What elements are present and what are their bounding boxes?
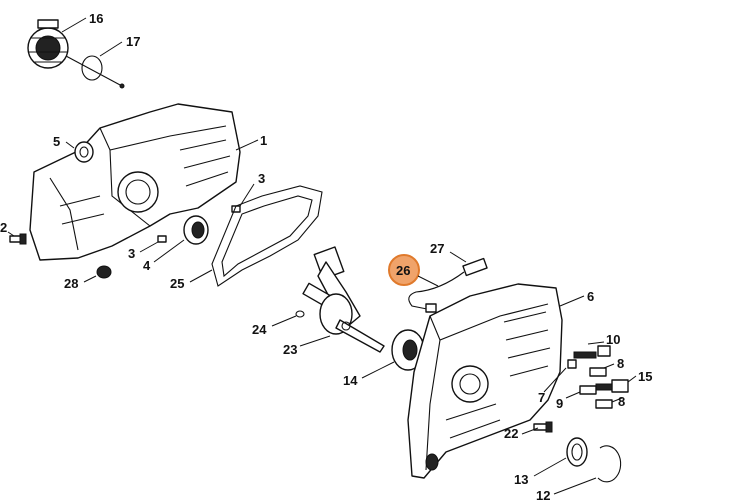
callout-25[interactable]: 25 [170,276,184,291]
callout-17[interactable]: 17 [126,34,140,49]
part-8-sleeve-b[interactable] [595,399,613,409]
callout-16[interactable]: 16 [89,11,103,26]
callout-1[interactable]: 1 [260,133,267,148]
part-17-wire[interactable] [65,55,125,89]
part-12-circlip[interactable] [597,445,622,483]
part-25-gasket[interactable] [211,185,323,287]
callout-24[interactable]: 24 [252,322,267,337]
callout-15[interactable]: 15 [638,369,652,384]
part-26-oil-line[interactable] [408,271,465,313]
callout-2[interactable]: 2 [0,220,7,235]
callout-5[interactable]: 5 [53,134,60,149]
part-27-fitting[interactable] [462,257,488,277]
callout-28[interactable]: 28 [64,276,78,291]
part-14-bearing[interactable] [391,329,425,371]
callout-7[interactable]: 7 [538,390,545,405]
part-2-screw[interactable] [9,233,27,245]
part-23-crankshaft[interactable] [302,246,385,353]
callout-26[interactable]: 26 [396,263,410,278]
callout-8a[interactable]: 8 [617,356,624,371]
part-10-fitting[interactable] [573,345,611,359]
part-8-sleeve-a[interactable] [589,367,607,377]
callout-10[interactable]: 10 [606,332,620,347]
callout-26-highlight[interactable]: 26 [388,254,420,286]
callout-4[interactable]: 4 [143,258,151,273]
callout-3a[interactable]: 3 [258,171,265,186]
part-9-sleeve[interactable] [579,385,597,395]
part-13-seal[interactable] [566,437,588,467]
callout-3b[interactable]: 3 [128,246,135,261]
part-6-crankcase-right[interactable] [407,283,563,479]
part-15-fitting[interactable] [595,379,629,393]
callout-6[interactable]: 6 [587,289,594,304]
part-28-plug[interactable] [96,265,112,279]
part-22-screw[interactable] [533,421,553,433]
callout-9[interactable]: 9 [556,396,563,411]
part-5-seal[interactable] [74,141,94,163]
callout-22[interactable]: 22 [504,426,518,441]
callout-14[interactable]: 14 [343,373,358,388]
part-4-bearing[interactable] [183,215,209,245]
part-7-pin[interactable] [567,359,577,369]
callout-8b[interactable]: 8 [618,394,625,409]
part-3-dowel-pin-b[interactable] [157,235,167,243]
callout-12[interactable]: 12 [536,488,550,503]
part-1-crankcase-left[interactable] [29,103,241,261]
callout-23[interactable]: 23 [283,342,297,357]
part-24-key[interactable] [295,310,305,318]
callout-27[interactable]: 27 [430,241,444,256]
callout-13[interactable]: 13 [514,472,528,487]
part-16-assembly[interactable] [27,19,69,69]
